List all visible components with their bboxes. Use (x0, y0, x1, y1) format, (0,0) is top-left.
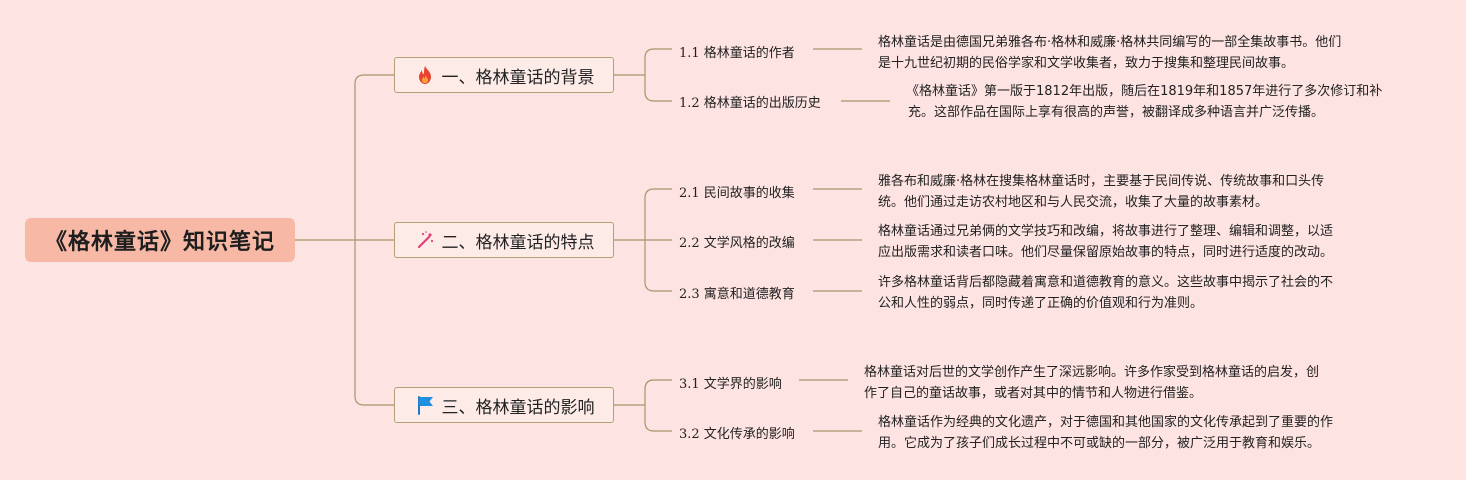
branch-background[interactable]: 一、格林童话的背景 (394, 57, 614, 93)
connector-line (644, 91, 672, 102)
connector-line (644, 421, 672, 432)
subtopic-2-3[interactable]: 2.3 寓意和道德教育 (679, 287, 795, 302)
root-title: 《格林童话》知识笔记 (44, 230, 275, 255)
connector-line (354, 74, 394, 85)
subtopic-2-1[interactable]: 2.1 民间故事的收集 (679, 186, 795, 201)
branch-title: 二、格林童话的特点 (441, 232, 595, 253)
branch-influence[interactable]: 三、格林童话的影响 (394, 387, 614, 423)
branch-title: 一、格林童话的背景 (441, 67, 595, 88)
leaf-3-1: 格林童话对后世的文学创作产生了深远影响。许多作家受到格林童话的启发，创 作了自己… (864, 365, 1320, 401)
leaf-1-2: 《格林童话》第一版于1812年出版，随后在1819年和1857年进行了多次修订和… (906, 84, 1383, 120)
branch-title: 三、格林童话的影响 (441, 397, 595, 418)
flag-icon (414, 394, 436, 416)
leaf-2-3: 许多格林童话背后都隐藏着寓意和道德教育的意义。这些故事中揭示了社会的不 公和人性… (878, 275, 1334, 311)
subtopic-1-1[interactable]: 1.1 格林童话的作者 (679, 46, 795, 61)
leaf-2-2: 格林童话通过兄弟俩的文学技巧和改编，将故事进行了整理、编辑和调整，以适 应出版需… (878, 224, 1334, 260)
root-topic[interactable]: 《格林童话》知识笔记 (25, 218, 295, 262)
subtopic-1-2[interactable]: 1.2 格林童话的出版历史 (679, 96, 821, 111)
subtopic-3-1[interactable]: 3.1 文学界的影响 (679, 377, 782, 392)
subtopic-2-2[interactable]: 2.2 文学风格的改编 (679, 236, 795, 251)
leaf-1-1: 格林童话是由德国兄弟雅各布·格林和威廉·格林共同编写的一部全集故事书。他们 是十… (878, 35, 1342, 71)
leaf-2-1: 雅各布和威廉·格林在搜集格林童话时，主要基于民间传说、传统故事和口头传 统。他们… (878, 174, 1325, 210)
leaf-3-2: 格林童话作为经典的文化遗产，对于德国和其他国家的文化传承起到了重要的作 用。它成… (878, 415, 1334, 451)
fire-icon (414, 64, 436, 86)
connector-line (644, 188, 672, 199)
connector-line (644, 379, 672, 390)
connector-line (644, 48, 672, 59)
branch-features[interactable]: 二、格林童话的特点 (394, 222, 614, 258)
magic-wand-icon (414, 229, 436, 251)
connector-line (354, 395, 394, 406)
connector-line (644, 281, 672, 292)
subtopic-3-2[interactable]: 3.2 文化传承的影响 (679, 427, 795, 442)
